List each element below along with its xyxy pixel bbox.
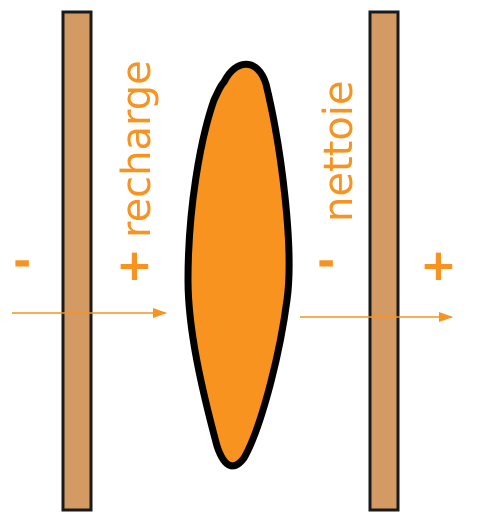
recharge-label: recharge [114, 60, 160, 238]
left-plate [61, 10, 93, 512]
minus-right-label: - [317, 236, 335, 287]
lens-shape [184, 60, 293, 470]
plus-right-label: + [420, 240, 457, 291]
minus-left-label: - [13, 236, 31, 287]
nettoie-label: nettoie [316, 80, 362, 222]
right-plate [368, 10, 400, 512]
plus-left-label: + [116, 240, 153, 291]
